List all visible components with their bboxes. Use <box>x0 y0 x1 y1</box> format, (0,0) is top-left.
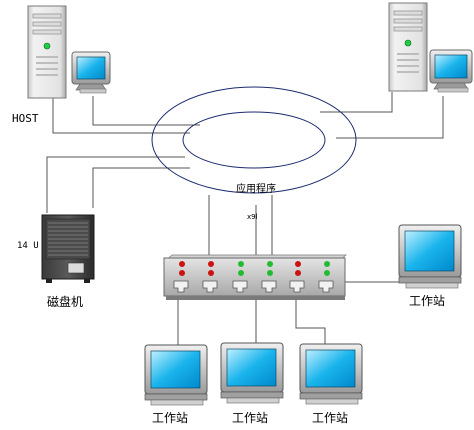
disk-link-2 <box>92 167 190 208</box>
switch-ws3-link <box>295 296 326 346</box>
workstation-3[interactable] <box>299 343 363 405</box>
network-switch[interactable] <box>163 254 347 300</box>
tower-pc-icon <box>27 5 67 99</box>
host-server-right[interactable] <box>388 2 428 92</box>
app-label: 应用程序 <box>236 184 276 195</box>
workstation-2[interactable] <box>220 342 284 404</box>
disk-label: 磁盘机 <box>47 295 84 309</box>
ring-inner <box>182 111 326 169</box>
host-monitor-right[interactable] <box>429 49 473 93</box>
workstation-1[interactable] <box>144 344 208 406</box>
small-line-label: x9l <box>247 213 258 221</box>
workstation-2-label: 工作站 <box>232 411 269 425</box>
workstation-right[interactable] <box>398 224 462 289</box>
host-right-link-2 <box>336 96 444 139</box>
ring-outer <box>151 86 357 194</box>
workstation-1-label: 工作站 <box>152 411 189 425</box>
disk-link <box>46 156 185 213</box>
disk-size-label: 14 U <box>17 241 39 251</box>
connection-lines <box>46 92 444 352</box>
host-right-link <box>320 92 393 113</box>
host-left-link-2 <box>92 96 200 126</box>
workstation-3-label: 工作站 <box>312 411 349 425</box>
host-left-link <box>52 98 190 134</box>
tower-pc-icon <box>388 2 428 92</box>
host-label: HOST <box>12 112 39 125</box>
network-ring <box>151 86 357 194</box>
disk-array[interactable] <box>41 214 95 283</box>
network-switch-icon <box>163 257 346 297</box>
host-server-left[interactable] <box>27 5 67 99</box>
workstation-right-label: 工作站 <box>409 294 446 308</box>
host-monitor-left[interactable] <box>71 51 111 94</box>
switch-ws-right-link <box>345 275 404 283</box>
